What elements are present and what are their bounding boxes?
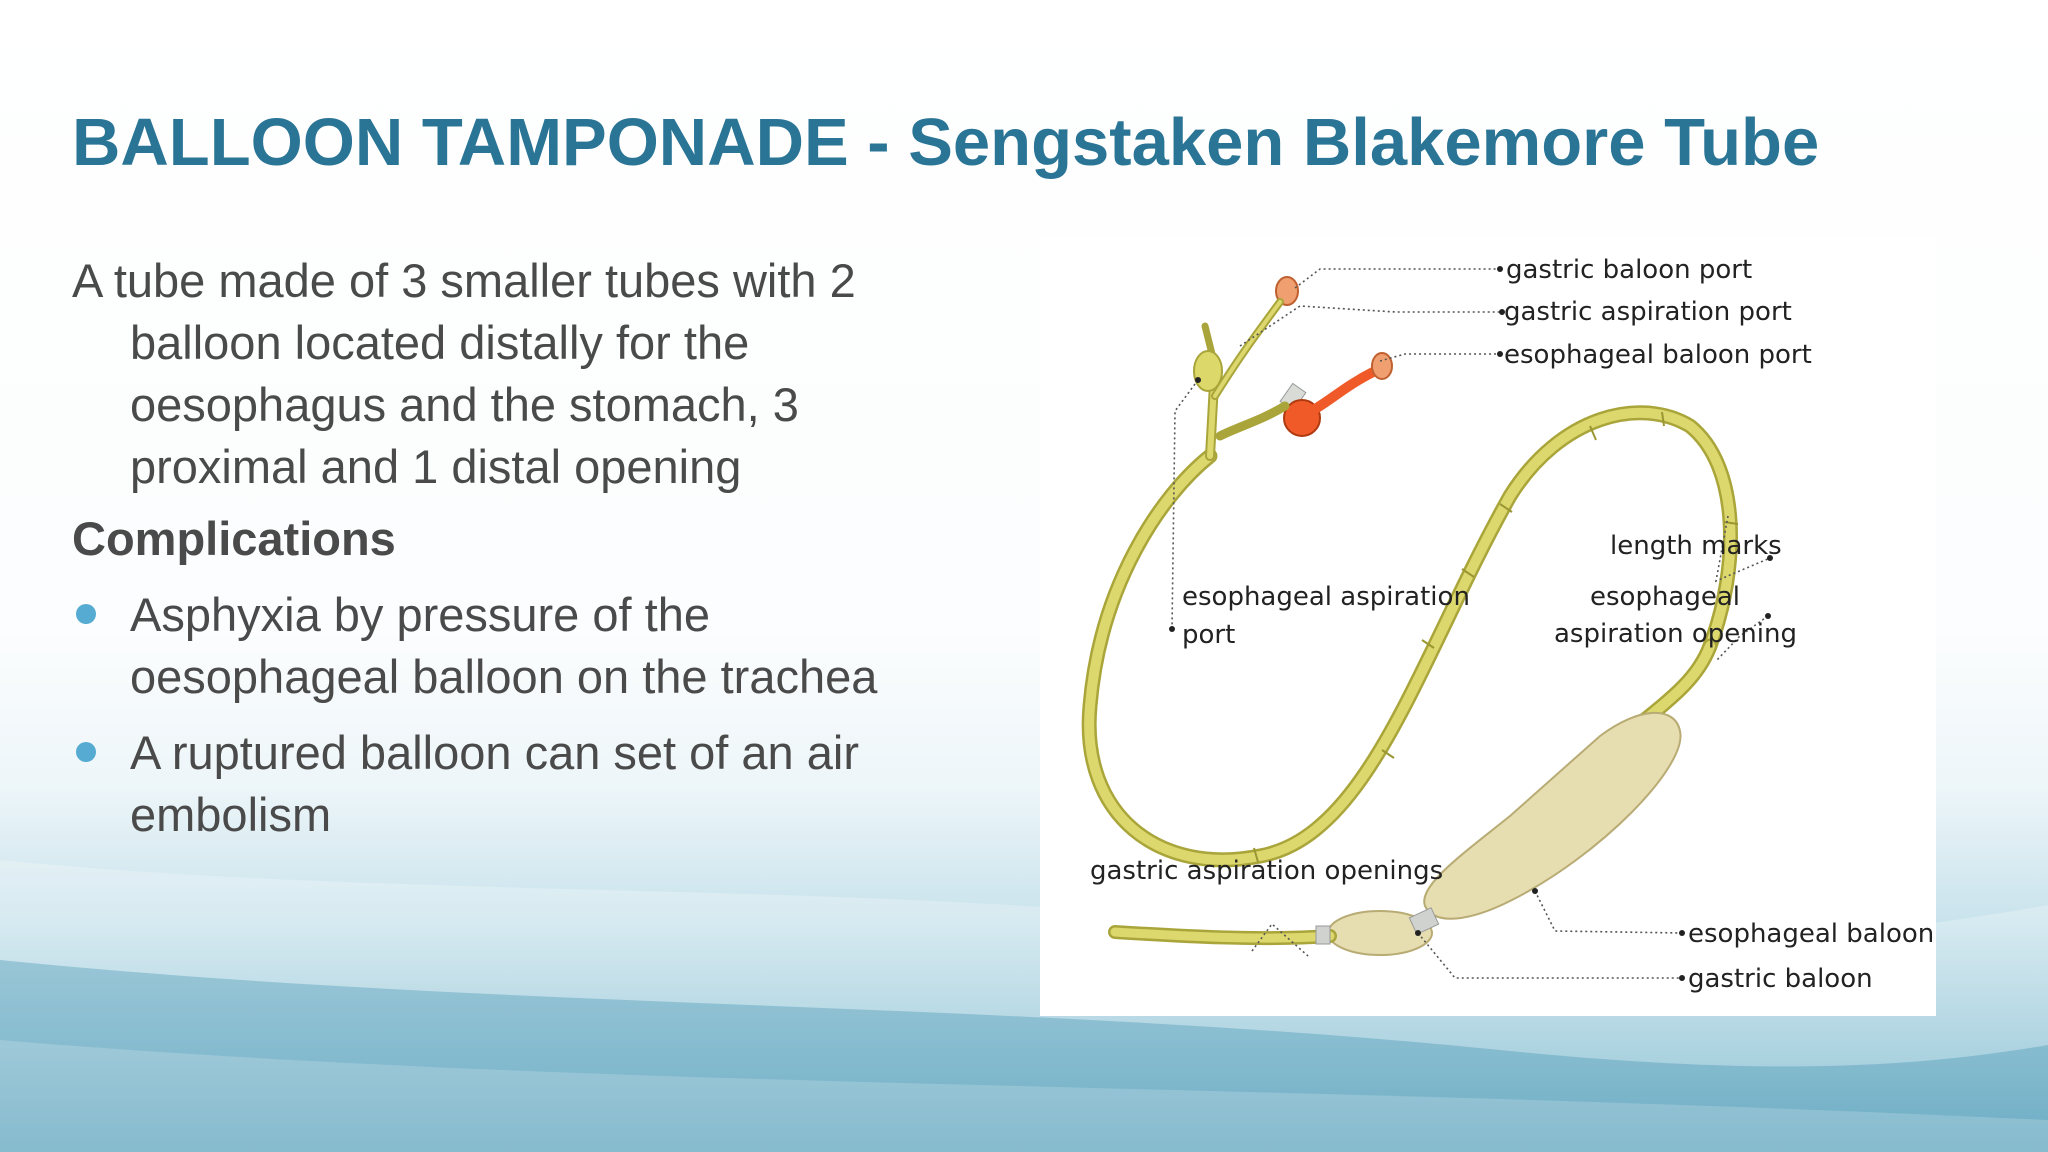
slide-title: BALLOON TAMPONADE - Sengstaken Blakemore… (72, 105, 1820, 180)
label-gastric-aspiration-openings: gastric aspiration openings (1090, 856, 1443, 886)
intro-paragraph: A tube made of 3 smaller tubes with 2 ba… (72, 254, 856, 493)
label-esophageal-aspiration-port-line2: port (1182, 620, 1235, 650)
tube-diagram: gastric baloon port gastric aspiration p… (1040, 236, 1936, 1016)
tube-diagram-drawing: gastric baloon port gastric aspiration p… (1081, 255, 1934, 994)
label-esophageal-aspiration-port: esophageal aspiration (1182, 582, 1470, 612)
bullet-icon (76, 604, 96, 624)
gastric-balloon-port-cap (1275, 276, 1299, 306)
bullet-item: Asphyxia by pressure of the oesophageal … (72, 584, 972, 708)
bullet-item: A ruptured balloon can set of an air emb… (72, 722, 972, 846)
label-esophageal-aspiration-opening: esophageal (1590, 582, 1740, 612)
complications-heading: Complications (72, 512, 396, 565)
label-length-marks: length marks (1610, 531, 1782, 561)
label-esophageal-balloon: esophageal baloon (1688, 919, 1934, 949)
label-gastric-balloon-port: gastric baloon port (1506, 255, 1752, 285)
esophageal-balloon-shape (1423, 711, 1682, 920)
label-gastric-balloon: gastric baloon (1688, 964, 1873, 994)
bullet-text: A ruptured balloon can set of an air emb… (130, 726, 859, 841)
bullet-icon (76, 742, 96, 762)
label-esophageal-balloon-port: esophageal baloon port (1504, 340, 1812, 370)
label-esophageal-aspiration-opening-line2: aspiration opening (1554, 619, 1797, 649)
bullet-text: Asphyxia by pressure of the oesophageal … (130, 588, 878, 703)
label-gastric-aspiration-port: gastric aspiration port (1504, 297, 1792, 327)
slide-body: A tube made of 3 smaller tubes with 2 ba… (72, 250, 972, 846)
